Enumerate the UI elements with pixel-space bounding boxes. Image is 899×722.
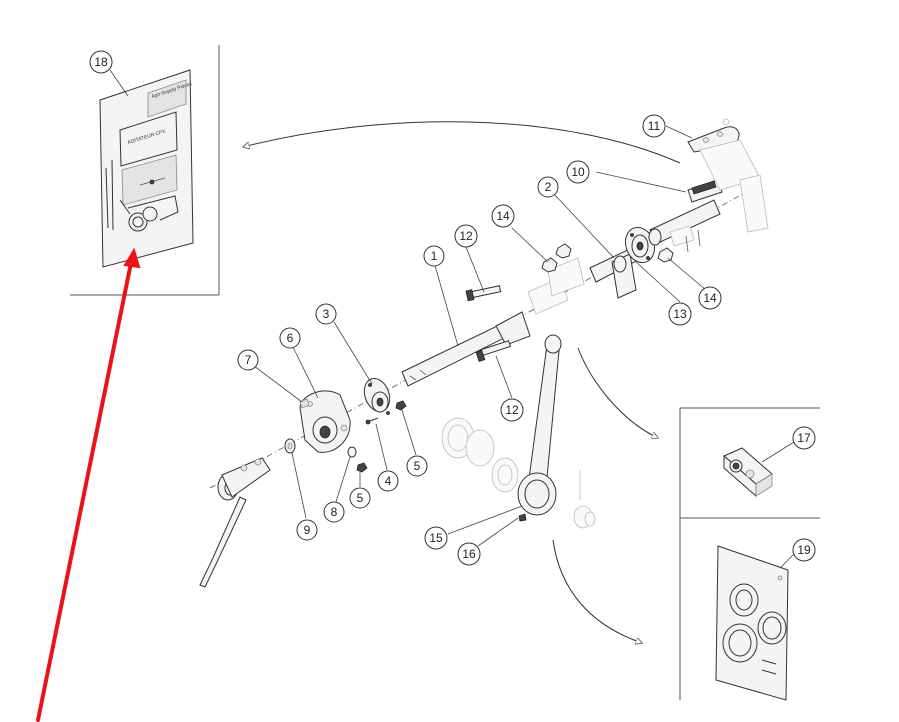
callout-8: 8 bbox=[323, 501, 345, 523]
key-7 bbox=[299, 398, 310, 409]
callout-5-left-label: 5 bbox=[357, 491, 364, 505]
bolt-12-lower bbox=[475, 340, 512, 363]
leader-lines bbox=[109, 69, 797, 569]
callout-4: 4 bbox=[377, 470, 399, 492]
callout-13-label: 13 bbox=[673, 307, 687, 321]
callout-17: 17 bbox=[792, 426, 816, 450]
callout-16-label: 16 bbox=[462, 547, 476, 561]
callout-12-upper-label: 12 bbox=[459, 229, 473, 243]
mounting-flange-13 bbox=[624, 226, 656, 264]
nut-14-right bbox=[657, 247, 674, 263]
callout-18: 18 bbox=[89, 50, 113, 74]
callout-5-left: 5 bbox=[349, 487, 371, 509]
agitator-lever-arm bbox=[199, 457, 271, 588]
kit-card-19 bbox=[715, 545, 789, 701]
agitator-shaft-1 bbox=[401, 311, 531, 387]
callout-17-label: 17 bbox=[797, 431, 811, 445]
callout-2-label: 2 bbox=[545, 180, 552, 194]
arrow-to-part-19 bbox=[552, 539, 642, 643]
nut-5-lower bbox=[356, 462, 368, 473]
callout-13: 13 bbox=[668, 302, 692, 326]
crank-arm-15 bbox=[517, 334, 562, 516]
callout-9-label: 9 bbox=[304, 523, 311, 537]
callout-6-label: 6 bbox=[287, 331, 294, 345]
arrow-to-kit-18 bbox=[243, 121, 681, 164]
callout-1-label: 1 bbox=[431, 249, 438, 263]
callout-7-label: 7 bbox=[245, 353, 252, 367]
callout-12-lower-label: 12 bbox=[505, 403, 519, 417]
kit-card-18: Agri-Supply Pièces AGITATEUR CPX bbox=[99, 69, 194, 268]
callout-7: 7 bbox=[237, 349, 259, 371]
bolt-4 bbox=[365, 417, 379, 425]
right-tube-sleeve bbox=[648, 199, 721, 253]
shaft-clamp-bracket bbox=[527, 257, 585, 315]
washer-8 bbox=[347, 446, 357, 458]
callout-12-lower: 12 bbox=[500, 398, 524, 422]
callout-2: 2 bbox=[537, 176, 559, 198]
callout-3: 3 bbox=[315, 303, 337, 325]
bolt-12-upper bbox=[465, 285, 502, 302]
nuts-14-group bbox=[541, 243, 572, 273]
callout-9: 9 bbox=[296, 519, 318, 541]
washer-9 bbox=[284, 438, 296, 454]
callout-14-upper-label: 14 bbox=[496, 209, 510, 223]
ghost-bearings-center bbox=[441, 417, 596, 529]
callout-5-right-label: 5 bbox=[414, 459, 421, 473]
bearing-flange-3 bbox=[363, 378, 391, 415]
callout-14-upper: 14 bbox=[491, 204, 515, 228]
callout-10: 10 bbox=[566, 160, 590, 184]
arrow-to-part-17 bbox=[577, 347, 658, 438]
bearing-block-17 bbox=[723, 447, 773, 498]
callout-14-right: 14 bbox=[698, 286, 722, 310]
callout-15: 15 bbox=[424, 526, 448, 550]
callout-10-label: 10 bbox=[571, 165, 585, 179]
callout-16: 16 bbox=[457, 542, 481, 566]
nut-5-upper bbox=[395, 400, 407, 411]
gearbox-housing-6 bbox=[299, 390, 351, 453]
callout-8-label: 8 bbox=[331, 505, 338, 519]
callout-18-label: 18 bbox=[94, 55, 108, 69]
inset-frame-kit-card bbox=[70, 45, 220, 296]
ghost-linkage-right bbox=[699, 118, 769, 233]
callout-3-label: 3 bbox=[323, 307, 330, 321]
callout-5-right: 5 bbox=[406, 455, 428, 477]
callout-11-label: 11 bbox=[648, 119, 661, 133]
bracket-plate-10 bbox=[687, 179, 723, 203]
callout-19-label: 19 bbox=[797, 543, 811, 557]
red-pointer-arrow bbox=[36, 247, 141, 722]
callout-6: 6 bbox=[279, 327, 301, 349]
flow-arrows bbox=[243, 121, 681, 643]
grease-nipple-16 bbox=[518, 513, 527, 522]
inset-frame-bearing-blocks bbox=[679, 407, 820, 700]
callout-19: 19 bbox=[792, 538, 816, 562]
callout-4-label: 4 bbox=[385, 474, 392, 488]
callout-1: 1 bbox=[423, 245, 445, 267]
callout-11: 11 bbox=[642, 114, 666, 138]
callout-15-label: 15 bbox=[429, 531, 443, 545]
callout-14-right-label: 14 bbox=[703, 291, 717, 305]
callout-12-upper: 12 bbox=[454, 224, 478, 248]
